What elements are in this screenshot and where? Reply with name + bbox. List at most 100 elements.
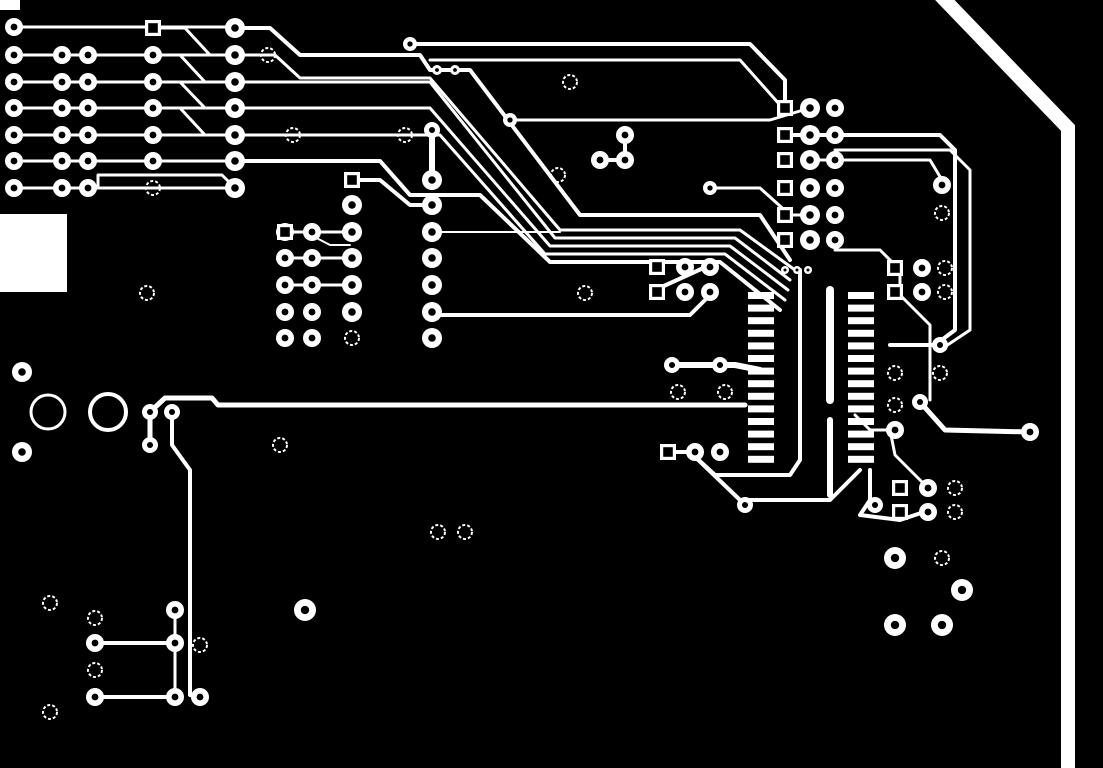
pad-drill-hole [84,104,92,112]
pad-drill-hole [58,131,66,139]
square-pad-core [780,130,790,140]
pad-drill-hole [507,117,513,123]
pad-drill-hole [428,126,436,134]
pad-drill-hole [10,78,18,86]
pad-drill-hole [1026,428,1034,436]
via [717,384,733,400]
pad-drill-hole [308,334,316,342]
pad-drill-hole [716,448,724,456]
via [430,524,446,540]
pad-drill-hole [171,639,179,647]
pad-drill-hole [806,156,814,164]
pad-drill-hole [84,157,92,165]
pad-drill-hole [938,181,946,189]
chip-pin-pad [748,304,774,312]
pad-drill-hole [831,211,839,219]
via [934,205,950,221]
pad-drill-hole [149,78,157,86]
pad-drill-hole [831,236,839,244]
chip-pin-pad [748,367,774,375]
pad-drill-hole [428,228,436,236]
via [139,285,155,301]
pad-drill-hole [428,334,436,342]
pad-drill-hole [621,131,629,139]
pad-drill-hole [308,254,316,262]
square-pad-core [780,210,790,220]
square-pad-core [780,235,790,245]
chip-pin-pad [848,392,874,400]
via [670,384,686,400]
pad-drill-hole [681,288,689,296]
pad-drill-hole [936,341,944,349]
pad-drill-hole [58,184,66,192]
chip-pin-pad [748,380,774,388]
pad-drill-hole [281,308,289,316]
via [562,74,578,90]
pad-drill-hole [428,176,436,184]
chip-pin-pad [748,342,774,350]
pad-drill-hole [231,104,239,112]
chip-pin-pad [748,418,774,425]
pad-drill-hole [281,254,289,262]
pad-drill-hole [84,51,92,59]
pad-drill-hole [918,288,926,296]
via [397,127,413,143]
pad-drill-hole [84,131,92,139]
pad-drill-hole [58,78,66,86]
pad-drill-hole [18,448,26,456]
square-pad-core [652,287,662,297]
corner-pad [0,0,20,10]
pad-drill-hole [407,41,413,47]
copper-trace [833,248,932,402]
chip-pin-pad [848,292,874,299]
via [145,180,161,196]
pad-drill-hole [231,78,239,86]
copper-trace [858,468,932,522]
chip-pin-pad [848,418,874,425]
pad-drill-hole [924,484,932,492]
pad-drill-hole [806,184,814,192]
mounting-ring [29,393,67,431]
copper-trace [151,26,237,57]
pad-drill-hole [428,281,436,289]
via [947,480,963,496]
square-pad-core [663,447,673,457]
pad-drill-hole [831,131,839,139]
pad-drill-hole [10,104,18,112]
pad-drill-hole [348,281,356,289]
pad-drill-hole [435,68,439,72]
via [87,610,103,626]
pad-drill-hole [84,78,92,86]
copper-trace [147,395,748,415]
pad-drill-hole [806,268,810,272]
pad-drill-hole [348,308,356,316]
pad-drill-hole [10,51,18,59]
pad-drill-hole [348,201,356,209]
pad-drill-hole [231,24,239,32]
via [550,167,566,183]
pad-drill-hole [741,501,749,509]
pad-drill-hole [10,157,18,165]
copper-trace [348,178,434,207]
square-pad-core [890,287,900,297]
pad-drill-hole [916,398,924,406]
chip-pin-pad [748,430,774,438]
pad-drill-hole [795,268,799,272]
pad-drill-hole [196,693,204,701]
pad-drill-hole [890,620,900,630]
via [887,365,903,381]
pad-drill-hole [831,104,839,112]
pad-drill-hole [918,264,926,272]
chip-pin-pad [848,329,874,337]
pad-drill-hole [691,448,699,456]
via [937,260,953,276]
pad-drill-hole [806,104,814,112]
pad-drill-hole [58,104,66,112]
via [260,47,276,63]
pad-drill-hole [146,441,154,449]
pad-drill-hole [91,639,99,647]
pads [5,18,1039,720]
chip-pin-pad [848,367,874,375]
chip-pin-pad [848,355,874,362]
pad-drill-hole [149,157,157,165]
